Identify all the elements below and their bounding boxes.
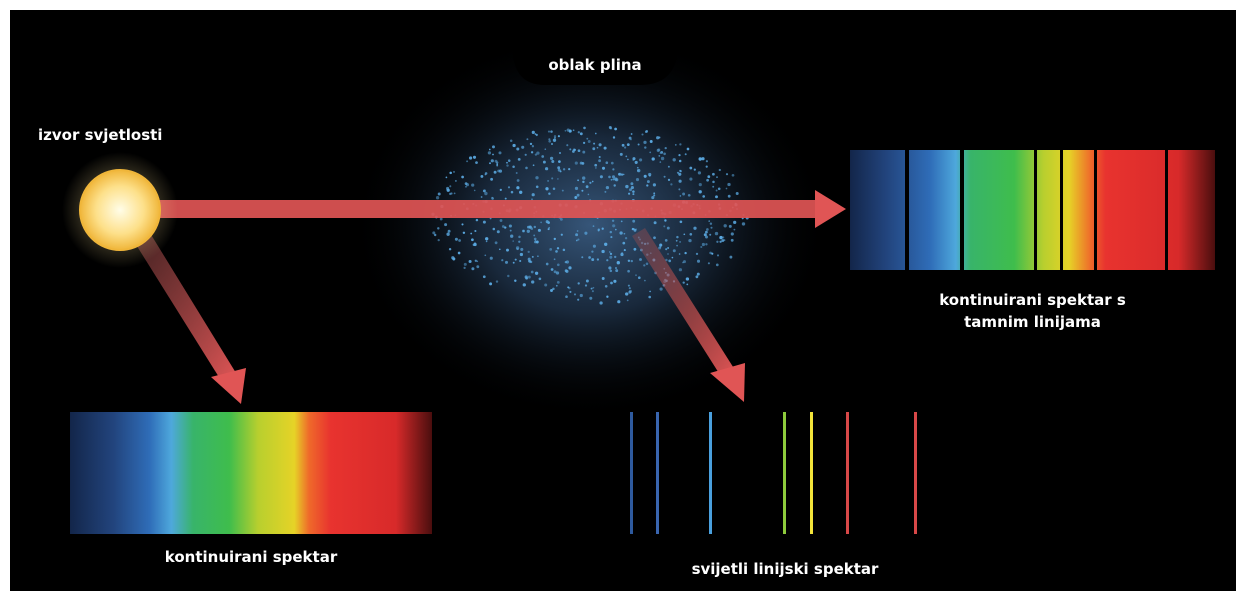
emission-line xyxy=(783,412,786,534)
absorption-spectrum-label: kontinuirani spektar s tamnim linijama xyxy=(850,290,1215,334)
gas-cloud-label-backdrop xyxy=(513,28,678,85)
absorption-line xyxy=(960,150,964,270)
gas-cloud-particles xyxy=(431,126,749,305)
emission-line xyxy=(914,412,917,534)
absorption-line xyxy=(1094,150,1097,270)
emission-spectrum xyxy=(630,412,917,534)
emission-line xyxy=(656,412,659,534)
emission-line xyxy=(810,412,813,534)
absorption-spectrum-label-line2: tamnim linijama xyxy=(964,312,1101,331)
absorption-spectrum xyxy=(850,150,1215,270)
absorption-line xyxy=(905,150,909,270)
absorption-line xyxy=(1034,150,1037,270)
arrow-to-emission xyxy=(632,228,745,402)
emission-line xyxy=(846,412,849,534)
arrow-to-continuous xyxy=(135,233,246,404)
continuous-spectrum xyxy=(70,412,432,534)
absorption-line xyxy=(1060,150,1063,270)
emission-line xyxy=(630,412,633,534)
continuous-spectrum-label: kontinuirani spektar xyxy=(164,548,338,566)
arrow-to-absorption xyxy=(150,190,846,228)
absorption-line xyxy=(1165,150,1168,270)
gas-cloud-label: oblak plina xyxy=(548,56,642,74)
light-source-label: izvor svjetlosti xyxy=(38,126,163,144)
emission-spectrum-label: svijetli linijski spektar xyxy=(691,560,879,578)
absorption-spectrum-label-line1: kontinuirani spektar s xyxy=(939,291,1126,309)
gas-cloud-glow xyxy=(350,30,830,420)
emission-line xyxy=(709,412,712,534)
light-source-sun xyxy=(79,169,161,251)
